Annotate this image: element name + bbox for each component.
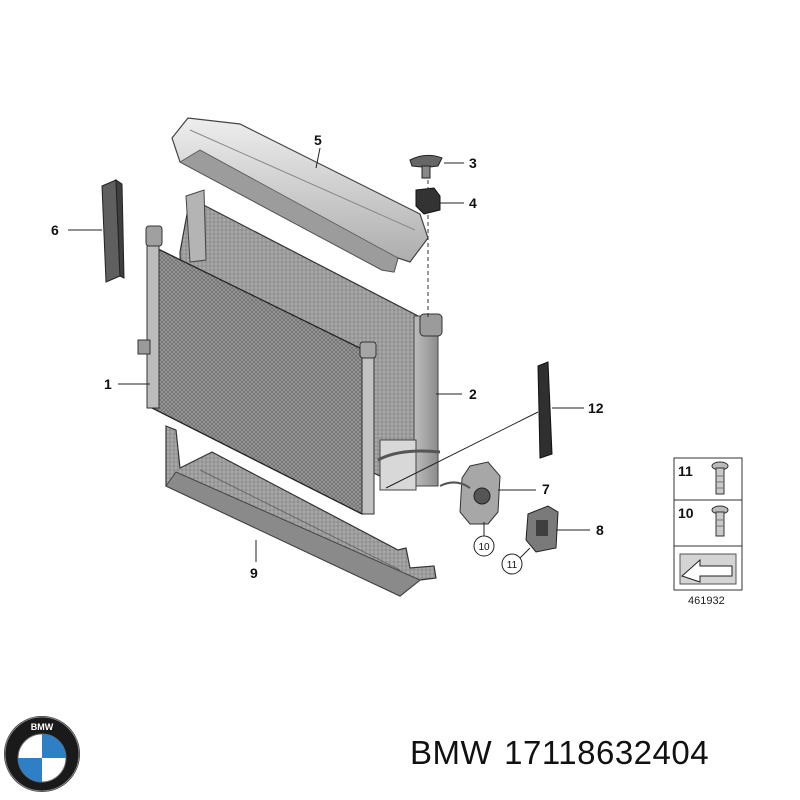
bmw-logo-letters: BMW — [31, 722, 54, 732]
brand-name: BMW — [410, 734, 493, 771]
fastener-legend: 11 10 461932 — [673, 457, 743, 607]
svg-text:10: 10 — [478, 542, 490, 553]
callout-12: 12 — [588, 400, 604, 416]
leader-line-12-extended — [385, 411, 539, 489]
callout-7: 7 — [542, 481, 550, 497]
callout-2: 2 — [469, 386, 477, 402]
part-7-bracket — [439, 461, 501, 525]
screw-icon — [711, 505, 729, 537]
part-1-condenser — [137, 225, 377, 515]
callout-3: 3 — [469, 155, 477, 171]
part-8-holder — [525, 505, 559, 553]
callout-5: 5 — [314, 132, 322, 148]
callout-11-circled: 11 — [501, 553, 523, 575]
svg-text:11: 11 — [507, 560, 518, 571]
callout-1: 1 — [104, 376, 112, 392]
callout-4: 4 — [469, 195, 477, 211]
legend-row-2-number: 10 — [678, 505, 694, 521]
leader-lines — [68, 147, 590, 562]
callout-6: 6 — [51, 222, 59, 238]
callout-9: 9 — [250, 565, 258, 581]
part-12-seal-strip — [537, 361, 553, 459]
bmw-logo: BMW — [4, 716, 80, 792]
part-5-upper-air-duct-cover — [171, 117, 429, 273]
callout-8: 8 — [596, 522, 604, 538]
diagram-reference-number: 461932 — [688, 595, 725, 607]
callout-10-circled: 10 — [473, 535, 495, 557]
product-caption: BMW 17118632404 — [410, 734, 721, 772]
part-number: 17118632404 — [504, 734, 710, 771]
part-9-lower-air-duct — [165, 425, 437, 597]
bolt-icon — [711, 461, 729, 495]
legend-row-1-number: 11 — [678, 463, 693, 479]
part-6-side-seal — [101, 179, 125, 283]
direction-arrow-icon — [679, 553, 737, 585]
part-3-mounting-bracket — [409, 154, 443, 179]
